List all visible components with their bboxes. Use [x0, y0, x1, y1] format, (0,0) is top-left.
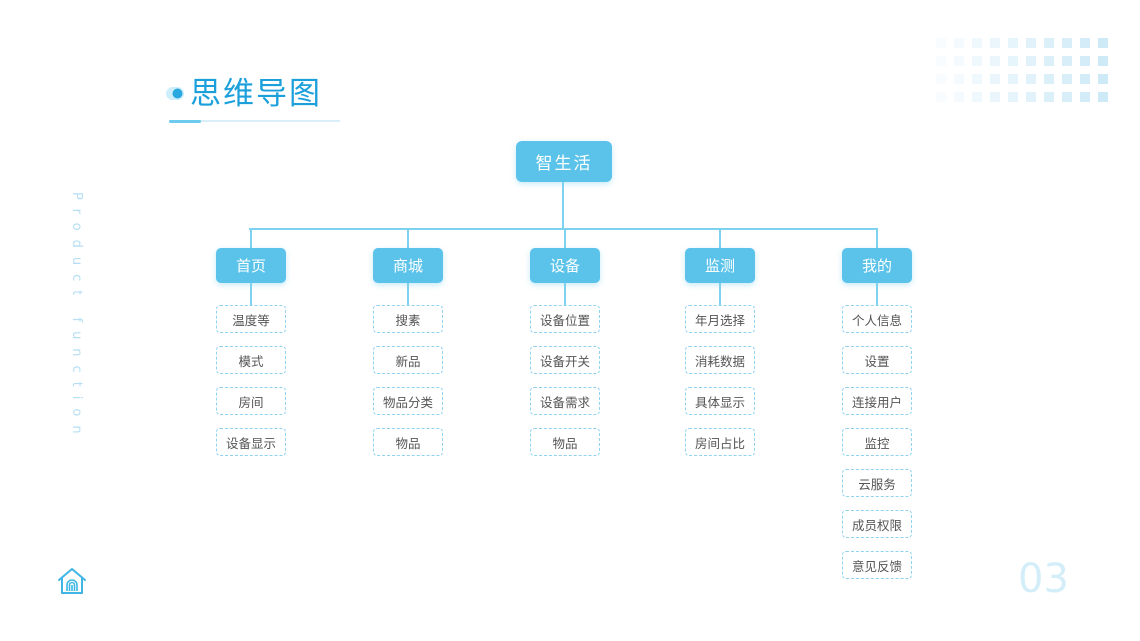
- leaf-node: 房间: [216, 387, 286, 415]
- category-stem: [564, 283, 566, 305]
- leaf-node: 房间占比: [685, 428, 755, 456]
- leaf-node: 设备需求: [530, 387, 600, 415]
- category-stem: [719, 283, 721, 305]
- decorative-dot: [936, 92, 946, 102]
- category-node: 设备: [530, 248, 600, 283]
- category-node: 商城: [373, 248, 443, 283]
- leaf-node: 连接用户: [842, 387, 912, 415]
- page-title: 思维导图: [190, 76, 322, 112]
- leaf-node: 云服务: [842, 469, 912, 497]
- category-node: 监测: [685, 248, 755, 283]
- decorative-dot: [936, 74, 946, 84]
- leaf-node: 年月选择: [685, 305, 755, 333]
- branch-bar: [249, 228, 878, 230]
- leaf-node: 物品: [373, 428, 443, 456]
- decorative-dot: [990, 92, 1000, 102]
- leaf-node: 模式: [216, 346, 286, 374]
- decorative-dot: [1080, 74, 1090, 84]
- title-underline: [169, 120, 340, 122]
- decorative-dot: [1044, 92, 1054, 102]
- category-stem: [407, 283, 409, 305]
- decorative-dot: [972, 92, 982, 102]
- leaf-node: 具体显示: [685, 387, 755, 415]
- leaf-node: 成员权限: [842, 510, 912, 538]
- category-connector: [719, 228, 721, 248]
- decorative-dot: [1008, 92, 1018, 102]
- leaf-node: 消耗数据: [685, 346, 755, 374]
- decorative-dot: [1098, 38, 1108, 48]
- root-node: 智生活: [516, 141, 612, 182]
- leaf-node: 温度等: [216, 305, 286, 333]
- decorative-dot: [1026, 38, 1036, 48]
- decorative-dot: [954, 92, 964, 102]
- leaf-node: 个人信息: [842, 305, 912, 333]
- leaf-node: 物品分类: [373, 387, 443, 415]
- decorative-dot: [1098, 92, 1108, 102]
- title-toggle-icon: [166, 87, 184, 100]
- decorative-dot: [936, 38, 946, 48]
- decorative-dot: [1062, 38, 1072, 48]
- category-connector: [564, 228, 566, 248]
- decorative-dot: [1044, 38, 1054, 48]
- root-connector: [562, 182, 564, 229]
- category-stem: [876, 283, 878, 305]
- decorative-dot: [954, 74, 964, 84]
- decorative-dot: [990, 56, 1000, 66]
- leaf-node: 搜素: [373, 305, 443, 333]
- home-fingerprint-icon: [58, 568, 86, 594]
- decorative-dot: [1044, 56, 1054, 66]
- decorative-dot: [972, 56, 982, 66]
- decorative-dot: [1008, 74, 1018, 84]
- decorative-dot: [1080, 56, 1090, 66]
- decorative-dot: [954, 38, 964, 48]
- category-node: 我的: [842, 248, 912, 283]
- decorative-dot: [1098, 74, 1108, 84]
- category-connector: [876, 228, 878, 248]
- leaf-node: 设置: [842, 346, 912, 374]
- title-underline-accent: [169, 120, 201, 123]
- decorative-dot: [1008, 38, 1018, 48]
- decorative-dot: [972, 38, 982, 48]
- leaf-node: 新品: [373, 346, 443, 374]
- category-connector: [250, 228, 252, 248]
- leaf-node: 设备位置: [530, 305, 600, 333]
- decorative-dot: [990, 74, 1000, 84]
- page-title-block: 思维导图: [166, 76, 340, 124]
- category-node: 首页: [216, 248, 286, 283]
- page-number: 03: [1018, 556, 1069, 602]
- decorative-dot: [1008, 56, 1018, 66]
- leaf-node: 监控: [842, 428, 912, 456]
- decorative-dot: [1062, 92, 1072, 102]
- category-connector: [407, 228, 409, 248]
- decorative-dot: [1062, 74, 1072, 84]
- category-stem: [250, 283, 252, 305]
- decorative-dot: [1026, 92, 1036, 102]
- decorative-dot: [1026, 56, 1036, 66]
- vertical-caption: Product function: [69, 192, 84, 443]
- decorative-dot: [936, 56, 946, 66]
- decorative-dot: [972, 74, 982, 84]
- decorative-dot: [954, 56, 964, 66]
- decorative-dot: [990, 38, 1000, 48]
- decorative-dot: [1044, 74, 1054, 84]
- decorative-dot: [1098, 56, 1108, 66]
- leaf-node: 设备显示: [216, 428, 286, 456]
- leaf-node: 物品: [530, 428, 600, 456]
- decorative-dot: [1080, 38, 1090, 48]
- leaf-node: 意见反馈: [842, 551, 912, 579]
- decorative-dot: [1026, 74, 1036, 84]
- decorative-dot: [1062, 56, 1072, 66]
- decorative-dot: [1080, 92, 1090, 102]
- leaf-node: 设备开关: [530, 346, 600, 374]
